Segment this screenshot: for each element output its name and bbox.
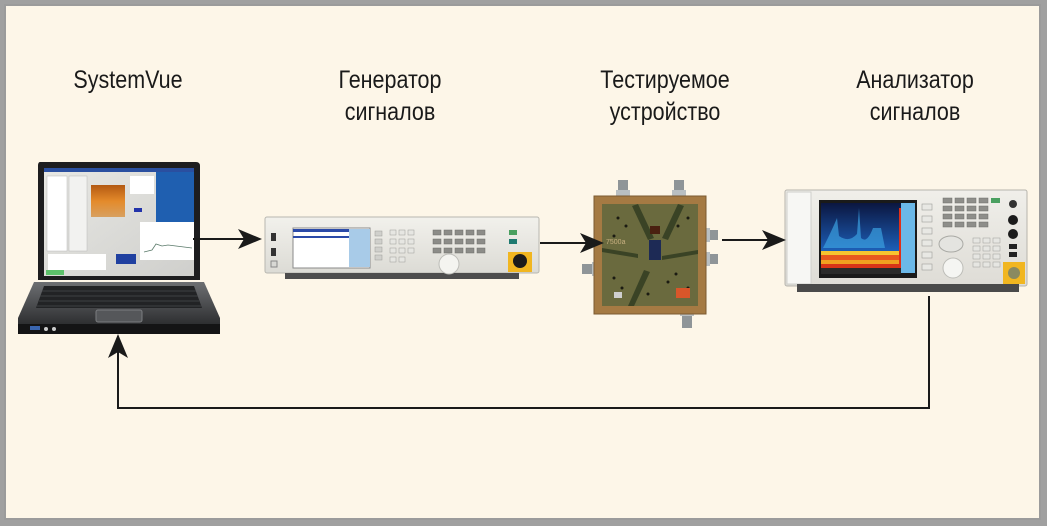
label-line: Генератор	[338, 66, 442, 94]
label-line: устройство	[609, 98, 721, 126]
arrowhead-icon	[238, 229, 262, 249]
label-line: SystemVue	[73, 66, 183, 94]
dut-board-text: 7500a	[606, 239, 626, 246]
signal-analyzer-icon	[784, 189, 1028, 292]
signal-generator-icon	[264, 216, 540, 279]
label-dut: Тестируемое устройство	[579, 64, 751, 128]
label-line: Анализатор	[856, 66, 974, 94]
arrowhead-icon	[108, 334, 128, 358]
label-signal-generator: Генератор сигналов	[313, 64, 468, 128]
label-signal-analyzer: Анализатор сигналов	[829, 64, 1001, 128]
label-line: Тестируемое	[600, 66, 730, 94]
label-line: сигналов	[869, 98, 961, 126]
laptop-icon	[18, 162, 220, 334]
arrowhead-icon	[762, 230, 786, 250]
dut-board-icon: 7500a	[582, 180, 718, 328]
arrowhead-icon	[580, 233, 604, 253]
label-systemvue: SystemVue	[51, 64, 206, 96]
label-line: сигналов	[344, 98, 436, 126]
arrow-analyzer-to-systemvue	[117, 296, 930, 409]
